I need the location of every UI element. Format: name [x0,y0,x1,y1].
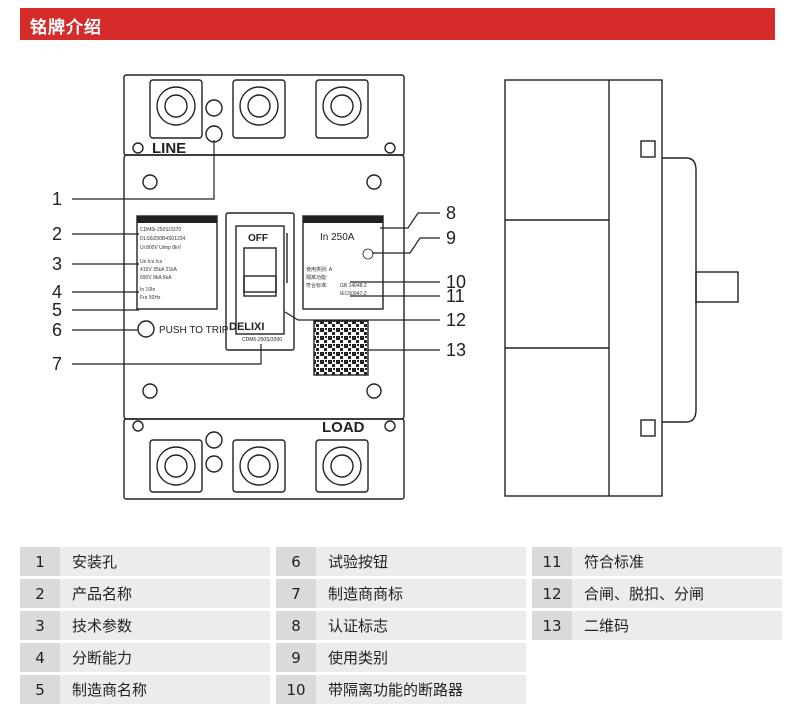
callout-13: 13 [446,340,466,360]
callout-1: 1 [52,189,62,209]
model-small: CDM6-250S/3300 [242,337,282,343]
plate-row4: Fre 50Hz [140,295,161,301]
legend-num: 6 [276,547,316,576]
legend-num: 4 [20,643,60,672]
legend-row: 3 技术参数 8 认证标志 13 二维码 [20,611,782,640]
plate-col-hdr: Ue Icu Ics [140,259,163,265]
legend-num: 1 [20,547,60,576]
callout-9: 9 [446,228,456,248]
cert-mark [362,248,374,260]
legend-num: 10 [276,675,316,704]
breaker-diagram: LINE LOAD OFF DELIXI CDM6-250S/3300 PUSH… [52,74,739,500]
legend-num: 7 [276,579,316,608]
callout-3: 3 [52,254,62,274]
side-view [504,79,739,497]
legend-num: 5 [20,675,60,704]
legend-text: 试验按钮 [316,547,526,576]
plate-cat: 使用类别: A [306,266,333,273]
legend-text: 技术参数 [60,611,270,640]
test-button-circle [137,320,155,338]
plate-iso: 隔离功能: [306,274,327,281]
legend-text: 带隔离功能的断路器 [316,675,526,704]
legend-table: 1 安装孔 6 试验按钮 11 符合标准 2 产品名称 7 制造商商标 12 合… [20,544,782,707]
callout-4: 4 [52,282,62,302]
plate-serial: DLS6i250B4S01234 [140,236,186,242]
header-bar: 铭牌介绍 [20,8,775,40]
legend-num: 2 [20,579,60,608]
rated-current: In 250A [320,232,355,243]
callout-2: 2 [52,224,62,244]
line-label: LINE [152,140,186,157]
callout-12: 12 [446,310,466,330]
legend-row: 5 制造商名称 10 带隔离功能的断路器 [20,675,782,704]
plate-volts: Ui 800V Uimp 8kV [140,245,182,251]
plate-row3: In 10In [140,287,156,293]
qr-code [313,320,369,376]
legend-text: 二维码 [572,611,782,640]
callout-6: 6 [52,320,62,340]
callout-10: 10 [446,272,466,292]
plate-row2: 690V 8kA 6kA [140,275,172,281]
legend-text: 分断能力 [60,643,270,672]
plate-std-v1: GB 14048.2 [340,283,367,289]
legend-text: 使用类别 [316,643,526,672]
legend-num: 13 [532,611,572,640]
legend-num: 11 [532,547,572,576]
plate-std-v2: IEC60947-2 [340,291,367,297]
legend-text: 合闸、脱扣、分闸 [572,579,782,608]
legend-text: 制造商商标 [316,579,526,608]
page-title: 铭牌介绍 [30,18,102,38]
operating-handle [225,212,295,351]
legend-text: 制造商名称 [60,675,270,704]
plate-row1: 415V 35kA 21kA [140,267,178,273]
callout-11: 11 [446,286,465,306]
plate-model: CDM6i-250S/3370 [140,227,181,233]
push-to-trip-label: PUSH TO TRIP [159,325,229,336]
callout-5: 5 [52,300,62,320]
legend-text: 安装孔 [60,547,270,576]
legend-num: 12 [532,579,572,608]
legend-row: 2 产品名称 7 制造商商标 12 合闸、脱扣、分闸 [20,579,782,608]
legend-text: 认证标志 [316,611,526,640]
legend-num: 3 [20,611,60,640]
legend-text: 符合标准 [572,547,782,576]
brand-logo: DELIXI [229,321,264,333]
bottom-terminal-block [123,418,405,500]
callout-7: 7 [52,354,62,374]
legend-text: 产品名称 [60,579,270,608]
plate-std: 符合标准: [306,282,327,289]
off-label: OFF [248,233,268,244]
load-label: LOAD [322,419,365,436]
legend-row: 1 安装孔 6 试验按钮 11 符合标准 [20,547,782,576]
legend-row: 4 分断能力 9 使用类别 [20,643,782,672]
legend-num: 8 [276,611,316,640]
callout-8: 8 [446,203,456,223]
legend-num: 9 [276,643,316,672]
